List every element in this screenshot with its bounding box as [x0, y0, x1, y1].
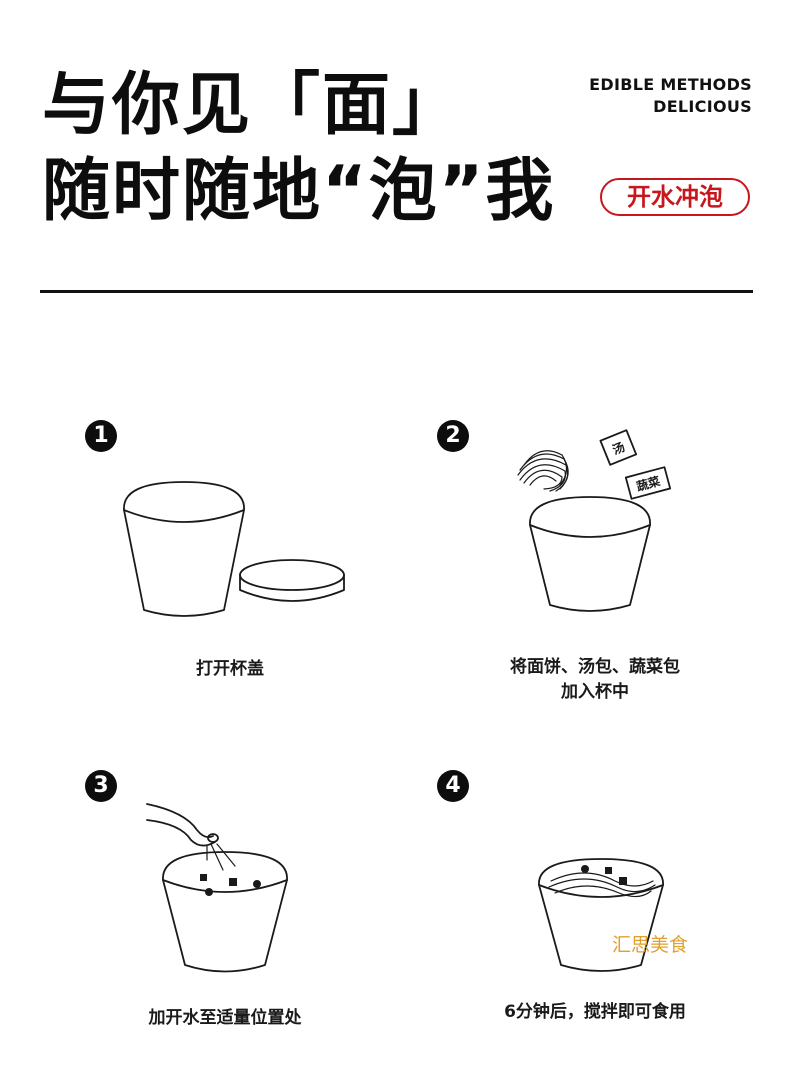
ingredient-bits-icon	[200, 874, 261, 896]
step-1-caption: 打开杯盖	[196, 659, 264, 679]
noodles-icon	[548, 872, 656, 898]
step-2-number: 2	[437, 420, 469, 452]
step-3-pour-water-illustration	[146, 803, 288, 973]
english-subtitle-2: DELICIOUS	[653, 97, 752, 116]
step-1-number: 1	[85, 420, 117, 452]
headline-line-2: 随时随地“泡”我	[42, 152, 556, 231]
english-subtitle-1: EDIBLE METHODS	[589, 75, 752, 94]
method-badge: 开水冲泡	[600, 178, 750, 216]
step-1-open-cup-illustration	[123, 481, 345, 617]
divider-rule	[40, 290, 753, 293]
noodle-cake-icon	[517, 450, 569, 492]
step-2-caption-line-2: 加入杯中	[561, 682, 629, 702]
step-2-caption-line-1: 将面饼、汤包、蔬菜包	[510, 657, 680, 677]
step-4-caption: 6分钟后，搅拌即可食用	[504, 1002, 686, 1022]
water-stream-icon	[206, 843, 236, 871]
lid-icon	[239, 559, 345, 591]
step-3-caption: 加开水至适量位置处	[148, 1008, 302, 1028]
step-2-add-ingredients-illustration: 汤 蔬菜	[517, 429, 672, 612]
soup-packet-icon: 汤	[599, 429, 638, 466]
kettle-spout-icon	[146, 803, 219, 847]
step-3-number: 3	[85, 770, 117, 802]
step-4-ready-to-eat-illustration	[538, 858, 664, 972]
headline-line-1: 与你见「面」	[42, 66, 463, 145]
svg-text:汤: 汤	[610, 440, 626, 457]
step-4-number: 4	[437, 770, 469, 802]
svg-text:蔬菜: 蔬菜	[635, 473, 662, 494]
vegetable-packet-icon: 蔬菜	[624, 466, 672, 500]
watermark-text: 汇思美食	[612, 934, 689, 956]
